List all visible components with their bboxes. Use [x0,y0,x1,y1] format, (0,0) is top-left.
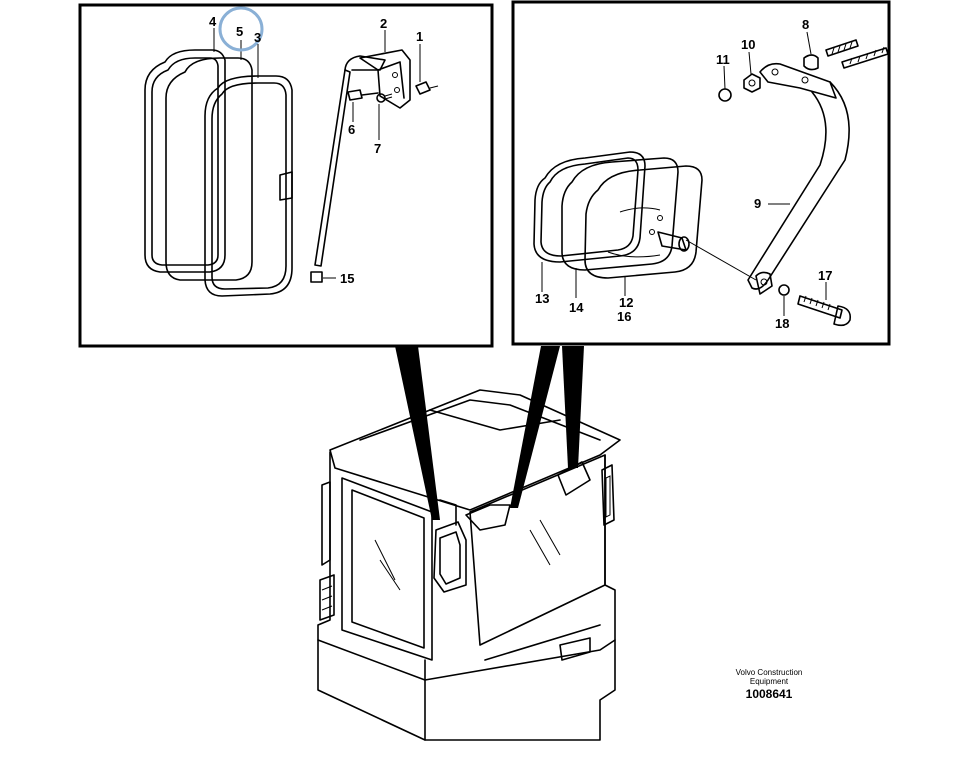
cab-illustration [317,389,621,741]
drawing-number: 1008641 [746,687,793,701]
callout-5: 5 [236,24,243,39]
callout-15: 15 [340,271,354,286]
callout-11: 11 [716,52,730,67]
callout-1: 1 [416,29,423,44]
callout-9: 9 [754,196,761,211]
brand-line-2: Equipment [750,677,789,686]
highlight-circle [218,6,264,52]
callout-13: 13 [535,291,549,306]
callout-10: 10 [741,37,755,52]
callout-18: 18 [775,316,789,331]
brand-line-1: Volvo Construction [736,668,803,677]
callout-17: 17 [818,268,832,283]
callout-14: 14 [569,300,584,315]
callout-6: 6 [348,122,355,137]
callout-2: 2 [380,16,387,31]
callout-3: 3 [254,30,261,45]
callout-8: 8 [802,17,809,32]
callout-7: 7 [374,141,381,156]
right-bracket-arm [685,31,889,327]
left-bracket-arm [310,30,439,283]
right-mirror-assembly [533,151,703,298]
callout-12: 12 [619,295,633,310]
leader-wedges [395,346,584,520]
callout-4: 4 [209,14,217,29]
callout-16: 16 [617,309,631,324]
